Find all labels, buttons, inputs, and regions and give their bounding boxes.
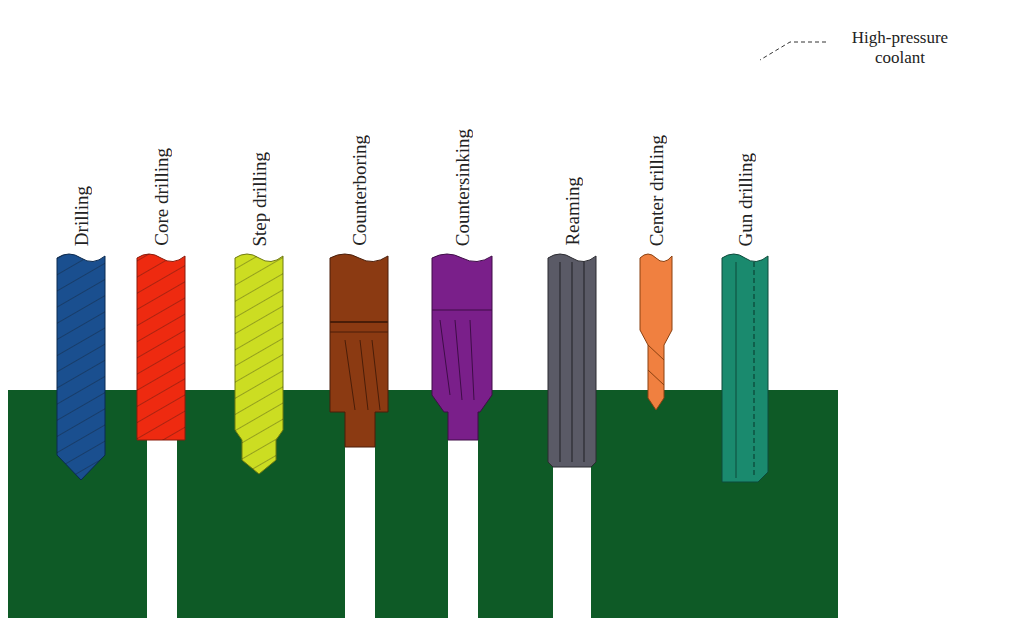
operation-label: Step drilling	[250, 152, 269, 246]
through-hole	[147, 440, 177, 618]
step-drill	[235, 254, 283, 474]
operation-label: Drilling	[72, 186, 91, 246]
countersink-tool	[432, 254, 492, 440]
callout-label: High-pressure coolant	[830, 28, 970, 67]
twist-drill	[57, 254, 105, 480]
operation-label: Counterboring	[350, 135, 369, 246]
leader-line	[760, 42, 826, 60]
operation-label: Gun drilling	[736, 153, 755, 246]
reamer	[548, 254, 596, 467]
operation-label: Core drilling	[152, 148, 171, 246]
operation-label: Reaming	[563, 177, 582, 246]
gun-drill	[722, 254, 768, 482]
core-drill	[137, 254, 185, 440]
workpiece	[8, 390, 838, 618]
operation-label: Center drilling	[647, 135, 666, 246]
through-hole	[553, 465, 591, 618]
operation-label: Countersinking	[453, 129, 472, 246]
through-hole	[345, 445, 375, 618]
counterbore-tool	[330, 254, 388, 447]
center-drill	[640, 254, 672, 410]
through-hole	[448, 440, 478, 618]
